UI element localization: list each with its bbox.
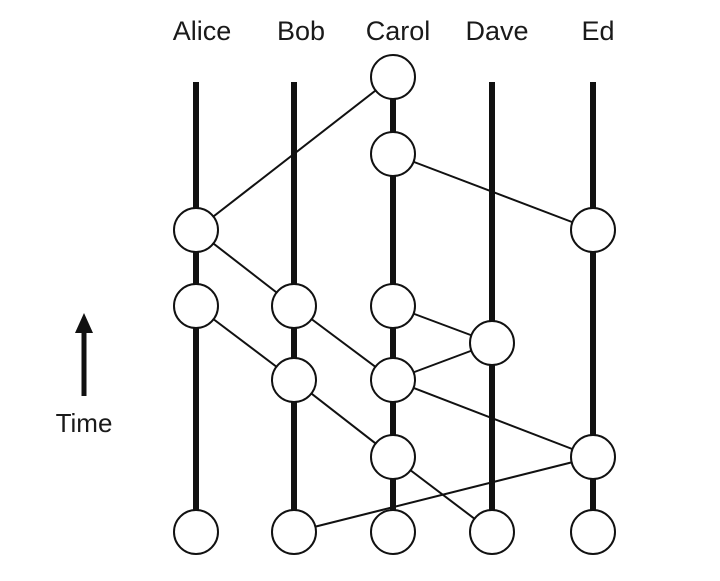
event-node-dave-1 <box>469 320 515 366</box>
participant-label-dave: Dave <box>465 16 528 46</box>
message-carol1-alice1 <box>195 76 394 231</box>
participant-label-carol: Carol <box>366 16 431 46</box>
event-node-alice-3 <box>173 509 219 555</box>
event-node-carol-6 <box>370 509 416 555</box>
event-node-bob-2 <box>271 357 317 403</box>
event-node-carol-4 <box>370 357 416 403</box>
event-node-ed-3 <box>570 509 616 555</box>
message-carol4-ed2 <box>392 379 594 458</box>
event-node-alice-2 <box>173 283 219 329</box>
time-arrow-icon <box>75 313 93 333</box>
participant-label-bob: Bob <box>277 16 325 46</box>
time-axis: Time <box>56 313 113 438</box>
message-carol2-ed1 <box>392 153 594 231</box>
event-node-carol-5 <box>370 434 416 480</box>
message-ed2-bob3 <box>293 456 594 533</box>
event-node-bob-1 <box>271 283 317 329</box>
participant-label-alice: Alice <box>173 16 232 46</box>
participant-label-ed: Ed <box>581 16 614 46</box>
event-node-alice-1 <box>173 207 219 253</box>
event-node-dave-2 <box>469 509 515 555</box>
event-node-carol-3 <box>370 283 416 329</box>
event-node-carol-1 <box>370 54 416 100</box>
event-node-carol-2 <box>370 131 416 177</box>
participant-labels: Alice Bob Carol Dave Ed <box>173 16 615 46</box>
event-nodes <box>173 54 616 555</box>
event-node-ed-2 <box>570 434 616 480</box>
time-label: Time <box>56 408 113 438</box>
event-node-ed-1 <box>570 207 616 253</box>
event-node-bob-3 <box>271 509 317 555</box>
